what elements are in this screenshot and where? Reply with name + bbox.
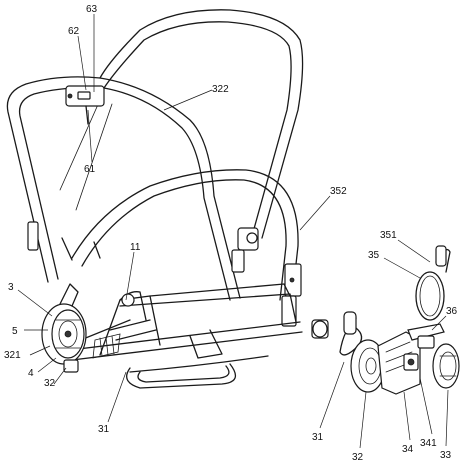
- callout-36: 36: [446, 306, 458, 317]
- chassis-frame: [55, 283, 303, 373]
- callout-31-left: 31: [98, 424, 110, 435]
- callout-61: 61: [84, 164, 96, 175]
- callout-322: 322: [212, 84, 229, 95]
- callout-31-right: 31: [312, 432, 324, 443]
- callout-352: 352: [330, 186, 347, 197]
- callout-34: 34: [402, 444, 414, 455]
- arm-31-exploded: [339, 311, 363, 356]
- callout-3: 3: [8, 282, 14, 293]
- bow-side-clips: [27, 221, 259, 273]
- lower-back-bar: [61, 169, 299, 301]
- callout-labels: 63 62 61 322 352 11 3 5 321 4 32 31 351 …: [4, 4, 458, 463]
- callout-62: 62: [68, 26, 80, 37]
- lower-bar-end-fittings: [281, 263, 329, 339]
- callout-33: 33: [440, 450, 452, 461]
- callout-11: 11: [130, 242, 141, 253]
- upper-bow-tube: [6, 9, 304, 301]
- cap-33-exploded: [432, 343, 460, 389]
- callout-35: 35: [368, 250, 380, 261]
- canopy-clip: [65, 85, 105, 125]
- callout-341: 341: [420, 438, 437, 449]
- ring-35-exploded: [415, 245, 451, 321]
- callout-32-right: 32: [352, 452, 364, 463]
- release-button-36-exploded: [407, 323, 445, 349]
- callout-32-left: 32: [44, 378, 56, 389]
- callout-63: 63: [86, 4, 98, 15]
- hinge-housing-34-exploded: [377, 331, 421, 395]
- leader-lines: [17, 14, 449, 449]
- callout-351: 351: [380, 230, 397, 241]
- left-hinge-assembly: [41, 283, 87, 373]
- callout-4: 4: [28, 368, 34, 379]
- callout-5: 5: [12, 326, 18, 337]
- callout-321: 321: [4, 350, 21, 361]
- bottom-grip-bar: [126, 363, 237, 389]
